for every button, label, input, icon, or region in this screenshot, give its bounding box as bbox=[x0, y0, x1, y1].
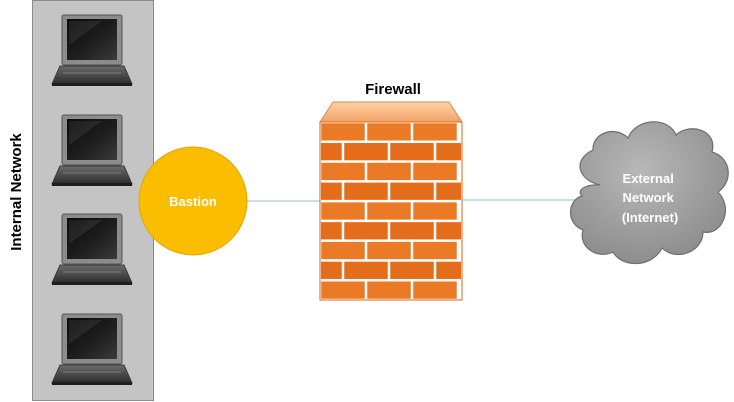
external-line-2: Network bbox=[623, 190, 675, 205]
firewall-label: Firewall bbox=[365, 81, 421, 98]
laptop-icon bbox=[51, 313, 133, 385]
internet-cloud bbox=[569, 121, 729, 265]
laptop-icon bbox=[51, 14, 133, 86]
bastion-label: Bastion bbox=[169, 194, 217, 209]
laptop-icon bbox=[51, 213, 133, 285]
external-line-1: External bbox=[623, 171, 674, 186]
laptop-icon bbox=[51, 114, 133, 186]
external-line-3: (Internet) bbox=[622, 210, 678, 225]
laptop-group bbox=[51, 14, 133, 385]
bastion-node bbox=[138, 146, 248, 256]
svg-text:External Network (Inte: External Network (Internet) bbox=[622, 171, 678, 225]
internal-network-label: Internal Network bbox=[8, 133, 25, 251]
firewall-icon bbox=[319, 101, 463, 301]
